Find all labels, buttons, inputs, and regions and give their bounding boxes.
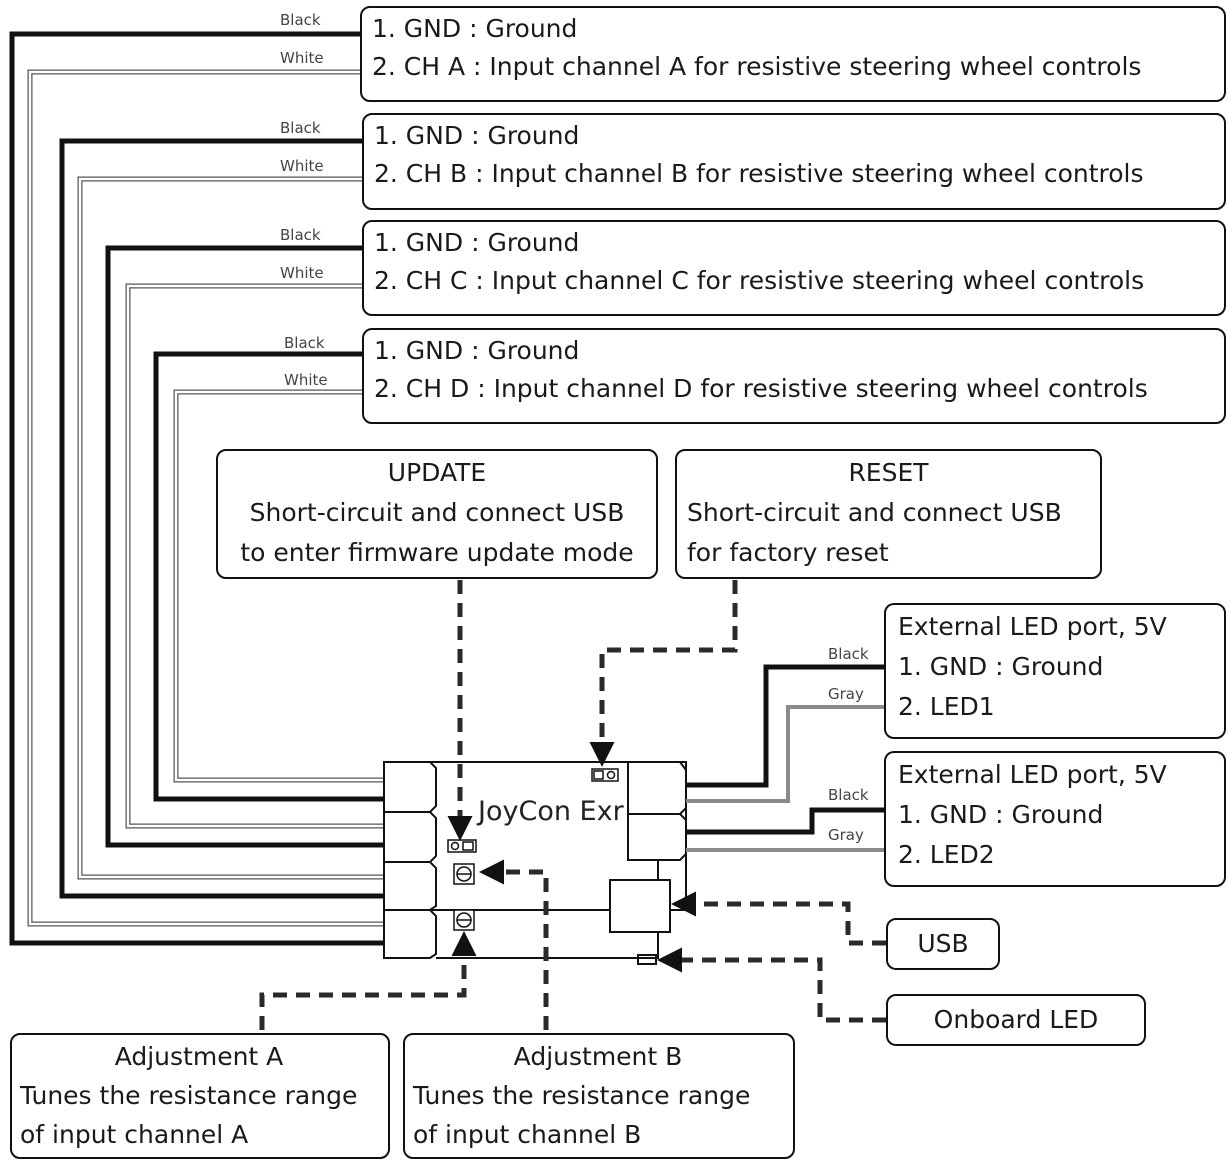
- led-port-1-line2: 2. LED1: [898, 692, 995, 721]
- channel-d-wire1-label: Black: [284, 334, 325, 352]
- usb-box: USB: [886, 918, 1000, 970]
- channel-d-line1: 1. GND : Ground: [374, 336, 580, 365]
- onboard-led: [637, 954, 657, 965]
- channel-d-wire2-label: White: [284, 371, 328, 389]
- led-port-2-line1: 1. GND : Ground: [898, 800, 1104, 829]
- update-line1: Short-circuit and connect USB: [249, 498, 625, 527]
- board-label: JoyCon Exr: [478, 796, 624, 827]
- adjust-b-line2: of input channel B: [413, 1120, 642, 1149]
- led2-wire1-label: Black: [828, 786, 869, 804]
- connector-c: [383, 811, 437, 863]
- update-line2: to enter firmware update mode: [240, 538, 634, 567]
- reset-box: RESET Short-circuit and connect USB for …: [675, 449, 1102, 579]
- led-port-1-line1: 1. GND : Ground: [898, 652, 1104, 681]
- adjust-b-title: Adjustment B: [513, 1042, 683, 1071]
- led1-wire1-label: Black: [828, 645, 869, 663]
- reset-title: RESET: [848, 458, 929, 487]
- connector-d: [383, 761, 437, 813]
- led-connector-1: [627, 761, 687, 815]
- reset-dashed-line: [589, 580, 738, 767]
- channel-b-wire1-label: Black: [280, 119, 321, 137]
- adjust-b-box: Adjustment B Tunes the resistance range …: [403, 1033, 795, 1159]
- reset-line1: Short-circuit and connect USB: [687, 498, 1062, 527]
- adjust-a-box: Adjustment A Tunes the resistance range …: [10, 1033, 390, 1159]
- led2-wire2-label: Gray: [828, 826, 864, 844]
- channel-c-line1: 1. GND : Ground: [374, 228, 580, 257]
- channel-c-black-wire: [105, 245, 388, 848]
- led-connector-2: [627, 813, 687, 861]
- connector-b: [383, 861, 437, 911]
- led-port-2-line2: 2. LED2: [898, 840, 995, 869]
- onboard-led-box: Onboard LED: [886, 994, 1146, 1046]
- led1-gray-wire: [686, 705, 884, 803]
- channel-d-black-wire: [153, 351, 388, 802]
- channel-b-line2: 2. CH B : Input channel B for resistive …: [374, 159, 1144, 188]
- channel-c-line2: 2. CH C : Input channel C for resistive …: [374, 266, 1145, 295]
- channel-a-black-wire: [9, 31, 388, 946]
- reset-jumper: [591, 768, 619, 782]
- update-box: UPDATE Short-circuit and connect USB to …: [216, 449, 658, 579]
- channel-c-wire2-label: White: [280, 264, 324, 282]
- led2-black-wire: [686, 807, 884, 835]
- adjust-a-dashed-line: [259, 931, 477, 1030]
- reset-line2: for factory reset: [687, 538, 889, 567]
- channel-a-wire2-label: White: [280, 49, 324, 67]
- channel-d-line2: 2. CH D : Input channel D for resistive …: [374, 374, 1148, 403]
- channel-c-wire1-label: Black: [280, 226, 321, 244]
- usb-label: USB: [917, 929, 969, 958]
- channel-b-wire2-label: White: [280, 157, 324, 175]
- update-jumper: [447, 839, 477, 853]
- onboard-led-dashed-line: [657, 947, 886, 1023]
- connector-a: [383, 909, 437, 959]
- adjust-b-line1: Tunes the resistance range: [413, 1081, 751, 1110]
- channel-a-line1: 1. GND : Ground: [372, 14, 578, 43]
- channel-a-line2: 2. CH A : Input channel A for resistive …: [372, 52, 1142, 81]
- led1-wire2-label: Gray: [828, 685, 864, 703]
- potentiometer-b: [453, 863, 475, 885]
- adjust-a-title: Adjustment A: [114, 1042, 284, 1071]
- led-port-1-title: External LED port, 5V: [898, 612, 1167, 641]
- channel-b-black-wire: [59, 138, 388, 899]
- update-title: UPDATE: [387, 458, 487, 487]
- led-port-2-title: External LED port, 5V: [898, 760, 1167, 789]
- channel-d-box: 1. GND : Ground 2. CH D : Input channel …: [362, 328, 1226, 424]
- usb-dashed-line: [671, 891, 886, 946]
- adjust-a-line2: of input channel A: [20, 1120, 249, 1149]
- board-outline: [384, 708, 640, 770]
- led-port-2-box: External LED port, 5V 1. GND : Ground 2.…: [884, 751, 1226, 887]
- channel-a-box: 1. GND : Ground 2. CH A : Input channel …: [360, 6, 1226, 102]
- led1-black-wire: [686, 664, 884, 788]
- adjust-a-line1: Tunes the resistance range: [20, 1081, 358, 1110]
- onboard-led-label: Onboard LED: [933, 1005, 1099, 1034]
- channel-b-box: 1. GND : Ground 2. CH B : Input channel …: [362, 113, 1226, 210]
- channel-a-wire1-label: Black: [280, 11, 321, 29]
- channel-c-box: 1. GND : Ground 2. CH C : Input channel …: [362, 220, 1226, 316]
- usb-port: [609, 879, 671, 933]
- led-port-1-box: External LED port, 5V 1. GND : Ground 2.…: [884, 603, 1226, 739]
- adjust-b-dashed-line: [479, 859, 549, 1030]
- channel-b-line1: 1. GND : Ground: [374, 121, 580, 150]
- potentiometer-a: [453, 909, 475, 931]
